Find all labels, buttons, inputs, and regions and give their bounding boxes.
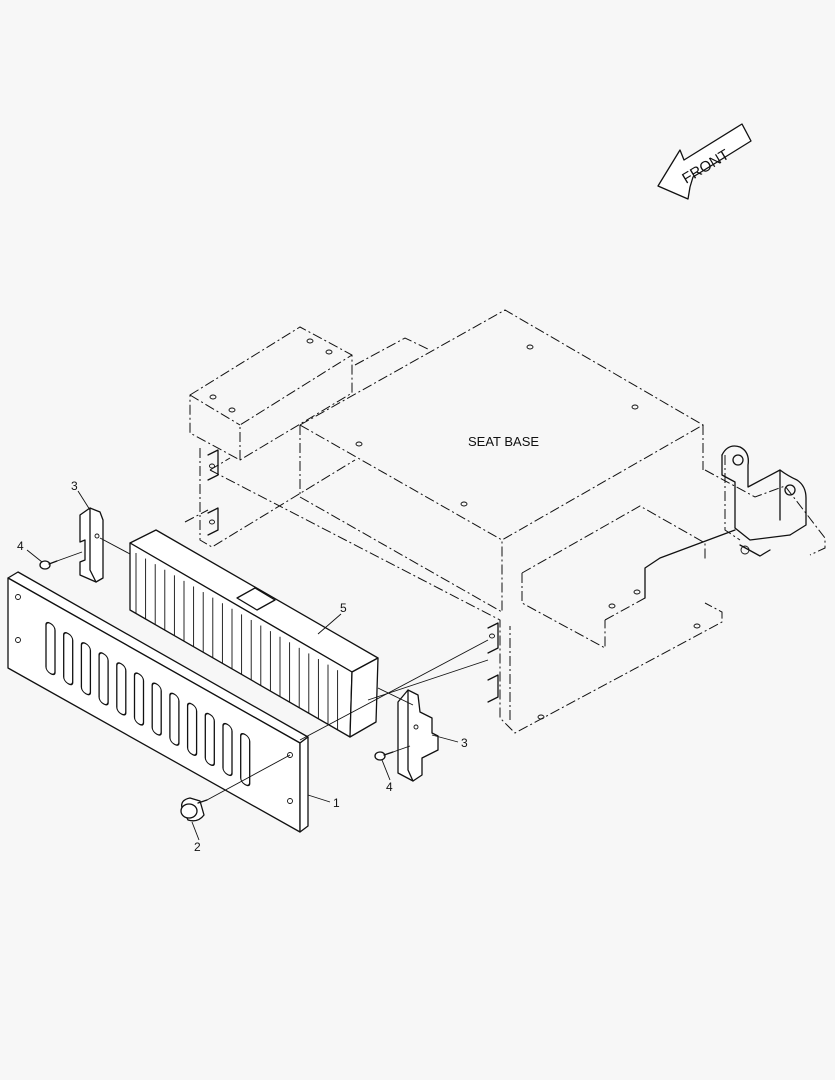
grille-slot bbox=[133, 672, 145, 726]
callout-3-left: 3 bbox=[71, 479, 78, 493]
screw-left bbox=[39, 560, 58, 570]
callout-3-right: 3 bbox=[461, 736, 468, 750]
filter-element bbox=[129, 529, 379, 738]
callout-4-right: 4 bbox=[386, 780, 393, 794]
grille-slot bbox=[169, 692, 180, 746]
grille-slot bbox=[222, 722, 233, 777]
grille-slot bbox=[151, 682, 162, 736]
grille-slot bbox=[98, 652, 109, 706]
grille-slot bbox=[116, 662, 127, 716]
grille-panel bbox=[7, 571, 309, 833]
callout-2: 2 bbox=[194, 840, 201, 854]
grille-slot bbox=[240, 732, 251, 787]
grille-slot bbox=[204, 712, 215, 767]
grille-slot bbox=[45, 621, 56, 676]
grille-slot bbox=[80, 642, 92, 696]
screw-right bbox=[374, 751, 394, 761]
seat-base-label: SEAT BASE bbox=[468, 434, 539, 449]
seat-base: SEAT BASE bbox=[184, 309, 826, 734]
clip-left bbox=[79, 507, 104, 583]
callout-leaders bbox=[26, 490, 459, 841]
callout-1: 1 bbox=[333, 796, 340, 810]
callout-5: 5 bbox=[340, 601, 347, 615]
thumb-knob bbox=[180, 797, 208, 822]
assembly-lines bbox=[56, 537, 489, 801]
callout-4-left: 4 bbox=[17, 539, 24, 553]
front-arrow: FRONT bbox=[657, 123, 752, 200]
grille-slot bbox=[186, 702, 198, 756]
callout-labels: 1 2 3 3 4 4 5 bbox=[17, 479, 468, 854]
clip-right bbox=[397, 689, 439, 782]
grille-slot bbox=[63, 632, 74, 686]
